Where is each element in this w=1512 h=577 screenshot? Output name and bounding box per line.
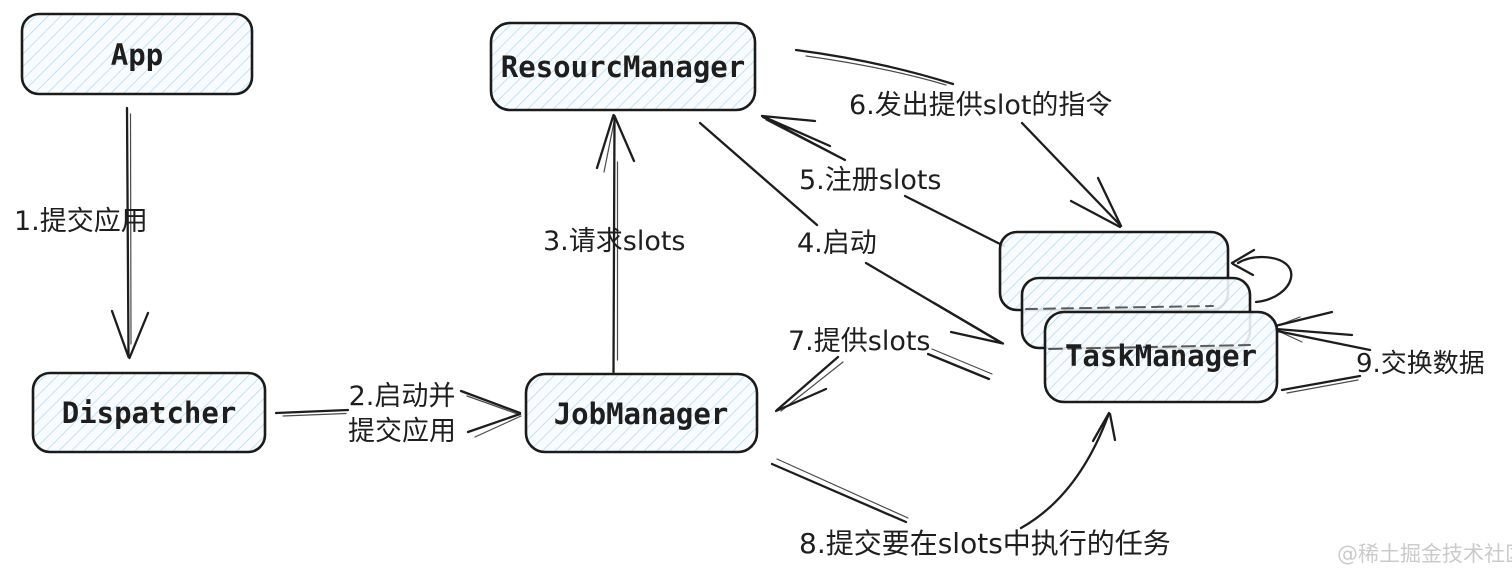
resource-manager-box bbox=[489, 21, 757, 112]
resource-manager-label: ResourcManager bbox=[501, 50, 745, 84]
edge-4-label: 4.启动 bbox=[797, 228, 877, 259]
job-manager-label: JobManager bbox=[554, 397, 729, 431]
dispatcher-label: Dispatcher bbox=[62, 396, 237, 430]
edge-1-arrow-submit-app bbox=[110, 106, 150, 360]
edge-5-arrow-register-slots bbox=[760, 114, 1006, 248]
edge-7-label: 7.提供slots bbox=[788, 326, 931, 357]
hidden-edge-back-box bbox=[1025, 305, 1214, 310]
edge-7-arrow-provide-slots bbox=[774, 348, 993, 413]
app-box bbox=[20, 12, 254, 96]
job-manager-box bbox=[524, 372, 759, 454]
edge-8-arrow-submit-tasks bbox=[770, 411, 1117, 530]
node-resource-manager: ResourcManager bbox=[489, 21, 757, 112]
edge-9-label: 9.交换数据 bbox=[1356, 349, 1485, 379]
node-app: App bbox=[20, 12, 254, 96]
hidden-edge-middle-box bbox=[1048, 344, 1251, 350]
task-manager-box-front bbox=[1043, 310, 1279, 404]
task-manager-label: TaskManager bbox=[1065, 339, 1257, 373]
node-task-manager-stack: TaskManager bbox=[998, 230, 1279, 404]
edge-4-arrow-start bbox=[698, 121, 1005, 345]
edge-5-label: 5.注册slots bbox=[799, 165, 942, 196]
edge-1-label: 1.提交应用 bbox=[14, 206, 148, 237]
node-job-manager: JobManager bbox=[524, 372, 759, 454]
node-dispatcher: Dispatcher bbox=[31, 371, 267, 454]
watermark: @稀土掘金技术社区 bbox=[1337, 542, 1512, 566]
dispatcher-box bbox=[31, 371, 267, 454]
edge-3-arrow-request-slots bbox=[595, 113, 636, 374]
edge-2-label-line2: 提交应用 bbox=[348, 416, 456, 447]
edge-8-label: 8.提交要在slots中执行的任务 bbox=[799, 527, 1171, 560]
edge-6-label: 6.发出提供slot的指令 bbox=[849, 90, 1112, 121]
app-label: App bbox=[111, 38, 163, 72]
edge-9-arrow-exchange-data bbox=[1230, 248, 1372, 394]
edge-2-arrow-start-submit bbox=[274, 389, 522, 438]
edge-2-label-line1: 2.启动并 bbox=[349, 381, 456, 412]
edge-3-label: 3.请求slots bbox=[543, 226, 686, 257]
edge-6-arrow-offer-slot-command bbox=[794, 48, 1123, 229]
